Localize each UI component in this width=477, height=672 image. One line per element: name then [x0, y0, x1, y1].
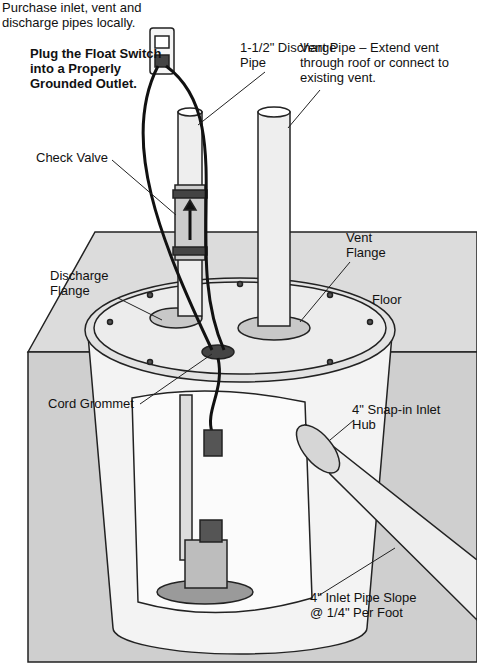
- leader-line: [288, 90, 320, 128]
- lid-bolt: [368, 320, 373, 325]
- leader-line: [140, 354, 212, 404]
- leader-line: [300, 262, 350, 322]
- lid-bolt: [238, 282, 243, 287]
- floor: [28, 232, 477, 662]
- part-label: Vent Flange: [346, 230, 406, 260]
- power-cord: [143, 66, 212, 350]
- lid-bolt: [328, 293, 333, 298]
- valve-clamp: [173, 190, 207, 198]
- cord-grommet: [202, 345, 234, 359]
- power-cord: [166, 66, 224, 350]
- part-label: Cord Grommet: [48, 396, 148, 411]
- part-label: Discharge Flange: [50, 268, 120, 298]
- basin-lid: [94, 282, 386, 374]
- vent-pipe: [258, 112, 290, 326]
- float-cord: [210, 358, 219, 432]
- leader-line: [330, 420, 354, 440]
- leader-line: [112, 160, 176, 215]
- outlet: [143, 28, 224, 350]
- inner-discharge-pipe: [180, 395, 192, 560]
- valve-clamp: [173, 247, 207, 255]
- part-label: Floor: [372, 292, 432, 307]
- leader-line: [198, 72, 265, 125]
- pipe-opening: [258, 107, 290, 117]
- pump: [157, 358, 253, 604]
- lid-bolt: [108, 320, 113, 325]
- part-label: Purchase inlet, vent and discharge pipes…: [2, 0, 177, 30]
- flow-arrowhead: [184, 200, 196, 210]
- leader-lines: [112, 72, 395, 596]
- lid-bolt: [328, 360, 333, 365]
- pipes: [150, 107, 310, 340]
- pump-switch: [200, 520, 222, 542]
- pump-motor: [185, 540, 227, 588]
- inlet: [289, 418, 477, 620]
- basin-rim: [85, 278, 395, 382]
- leader-line: [118, 298, 162, 320]
- part-label: Vent Pipe – Extend vent through roof or …: [300, 40, 475, 85]
- lid-bolt: [148, 360, 153, 365]
- lid-bolt: [148, 293, 153, 298]
- float-switch: [204, 430, 222, 456]
- basin-cutaway: [132, 391, 312, 613]
- part-label: Plug the Float Switch into a Properly Gr…: [30, 46, 175, 91]
- flow-arrow: [189, 208, 192, 240]
- part-label: 4" Inlet Pipe Slope @ 1/4" Per Foot: [310, 590, 420, 620]
- part-label: Check Valve: [36, 150, 126, 165]
- part-label: 4" Snap-in Inlet Hub: [352, 402, 442, 432]
- leader-line: [318, 548, 395, 596]
- inlet-hub: [289, 418, 348, 480]
